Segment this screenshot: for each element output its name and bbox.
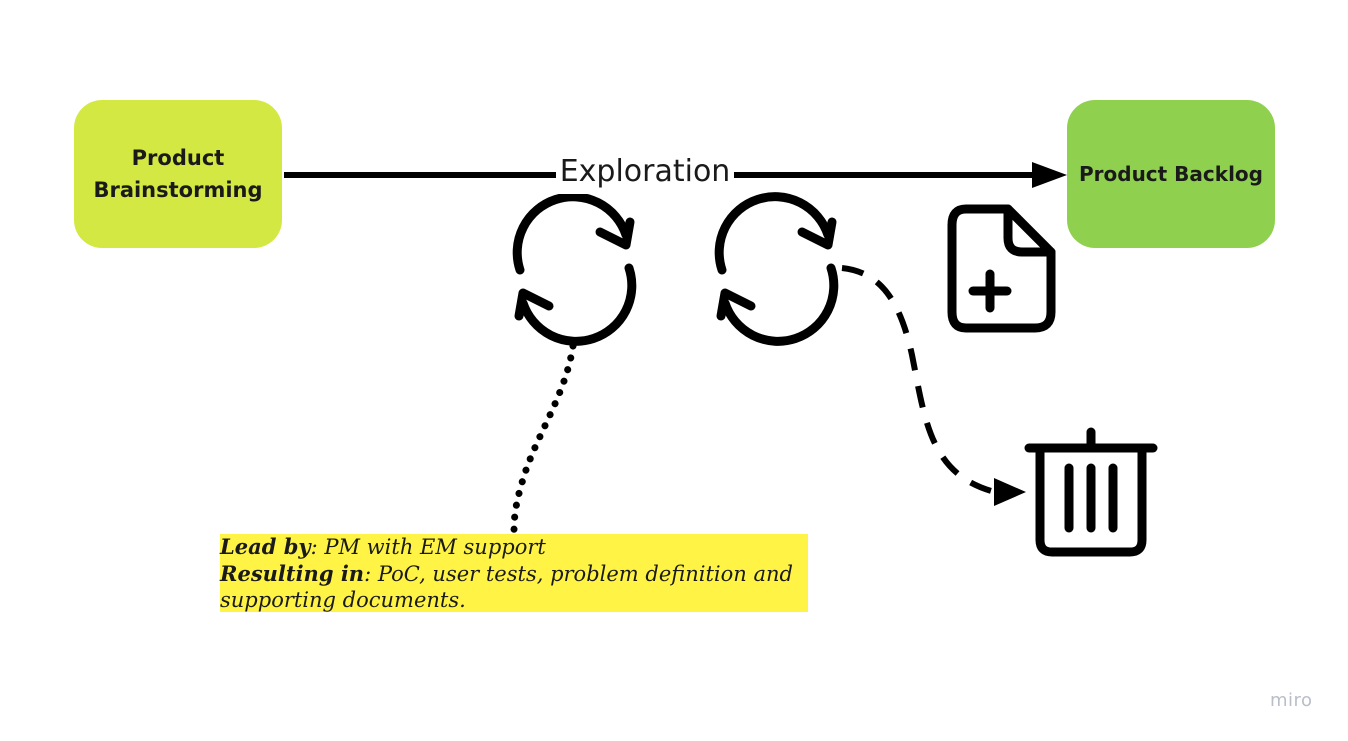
edge-label-exploration: Exploration <box>556 150 734 194</box>
note-result-value: : PoC, user tests, problem definition an… <box>364 561 793 586</box>
refresh-icon <box>714 192 839 346</box>
sticky-note[interactable]: Lead by: PM with EM support Resulting in… <box>220 534 808 612</box>
discard-connector[interactable] <box>841 265 1026 506</box>
node-product-brainstorming[interactable]: Product Brainstorming <box>74 100 282 248</box>
node-label: Product Brainstorming <box>93 142 262 206</box>
note-lead-key: Lead by <box>220 534 311 559</box>
refresh-icon <box>512 192 637 346</box>
node-label: Product Backlog <box>1078 162 1263 186</box>
node-label-line-2: Brainstorming <box>93 178 263 202</box>
file-add-icon <box>947 204 1056 333</box>
note-lead-value: : PM with EM support <box>310 535 546 559</box>
note-line-result: Resulting in: PoC, user tests, problem d… <box>220 561 808 588</box>
trash-icon <box>1024 427 1158 557</box>
note-line-lead: Lead by: PM with EM support <box>220 534 808 561</box>
node-label-line-1: Product <box>131 146 225 170</box>
note-background <box>220 534 808 612</box>
note-result-continuation: supporting documents. <box>220 588 466 612</box>
miro-watermark: miro <box>1270 690 1313 711</box>
note-result-key: Resulting in <box>220 560 365 586</box>
node-product-backlog[interactable]: Product Backlog <box>1067 100 1275 248</box>
note-connector[interactable] <box>510 342 577 536</box>
